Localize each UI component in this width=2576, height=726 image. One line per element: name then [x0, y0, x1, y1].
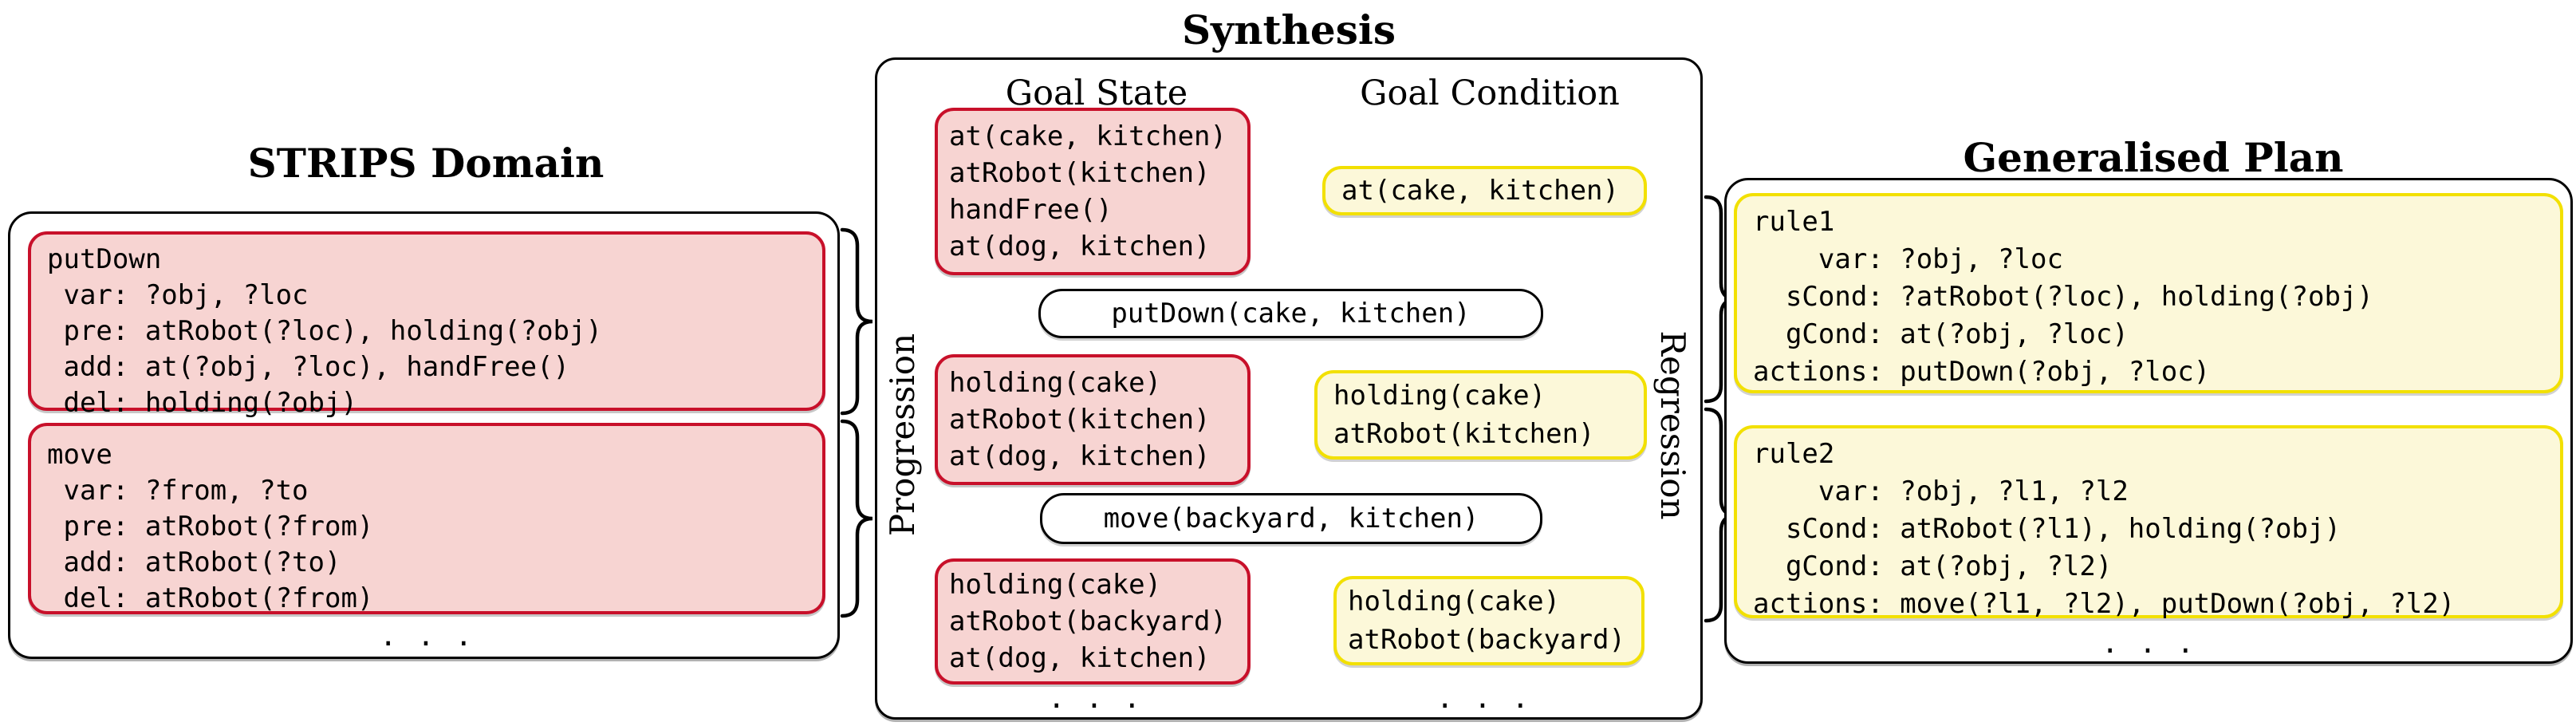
goal-condition-1-text: at(cake, kitchen) — [1341, 175, 1619, 207]
action-putdown-box: putDown(cake, kitchen) — [1038, 289, 1543, 338]
brace-putdown-icon — [840, 227, 873, 416]
goal-state-ellipsis: . . . — [1047, 682, 1143, 715]
goal-state-header: Goal State — [1005, 73, 1188, 113]
regression-label: Regression — [1653, 330, 1693, 520]
operator-putdown-box: putDown var: ?obj, ?loc pre: atRobot(?lo… — [28, 231, 825, 419]
generalised-plan-title: Generalised Plan — [1963, 134, 2344, 181]
goal-state-3-text: holding(cake) atRobot(backyard) at(dog, … — [949, 569, 1227, 674]
strips-domain-title: STRIPS Domain — [247, 140, 605, 187]
synthesis-title: Synthesis — [1181, 6, 1396, 53]
action-move-text: move(backyard, kitchen) — [1103, 502, 1479, 535]
goal-state-1-text: at(cake, kitchen) atRobot(kitchen) handF… — [949, 120, 1227, 262]
goal-state-2-box: holding(cake) atRobot(kitchen) at(dog, k… — [935, 354, 1251, 485]
goal-state-3-box: holding(cake) atRobot(backyard) at(dog, … — [935, 558, 1251, 685]
strips-ellipsis: . . . — [379, 620, 475, 653]
operator-move-box: move var: ?from, ?to pre: atRobot(?from)… — [28, 423, 825, 614]
operator-move-text: move var: ?from, ?to pre: atRobot(?from)… — [47, 439, 374, 614]
rule2-box: rule2 var: ?obj, ?l1, ?l2 sCond: atRobot… — [1734, 425, 2563, 620]
goal-state-2-text: holding(cake) atRobot(kitchen) at(dog, k… — [949, 367, 1211, 472]
plan-ellipsis: . . . — [2101, 627, 2196, 660]
goal-condition-3-box: holding(cake) atRobot(backyard) — [1333, 576, 1644, 665]
goal-condition-1-box: at(cake, kitchen) — [1322, 166, 1647, 215]
rule1-text: rule1 var: ?obj, ?loc sCond: ?atRobot(?l… — [1753, 206, 2373, 388]
goal-condition-3-text: holding(cake) atRobot(backyard) — [1348, 586, 1625, 656]
goal-condition-2-text: holding(cake) atRobot(kitchen) — [1333, 380, 1595, 450]
rule2-text: rule2 var: ?obj, ?l1, ?l2 sCond: atRobot… — [1753, 438, 2456, 620]
rule1-box: rule1 var: ?obj, ?loc sCond: ?atRobot(?l… — [1734, 193, 2563, 393]
progression-label: Progression — [882, 333, 922, 537]
brace-move-icon — [840, 419, 873, 618]
operator-putdown-text: putDown var: ?obj, ?loc pre: atRobot(?lo… — [47, 243, 602, 419]
action-putdown-text: putDown(cake, kitchen) — [1111, 297, 1471, 329]
action-move-box: move(backyard, kitchen) — [1040, 493, 1542, 544]
goal-condition-ellipsis: . . . — [1436, 682, 1531, 715]
goal-condition-header: Goal Condition — [1360, 73, 1620, 113]
goal-state-1-box: at(cake, kitchen) atRobot(kitchen) handF… — [935, 108, 1251, 275]
goal-condition-2-box: holding(cake) atRobot(kitchen) — [1314, 370, 1647, 460]
